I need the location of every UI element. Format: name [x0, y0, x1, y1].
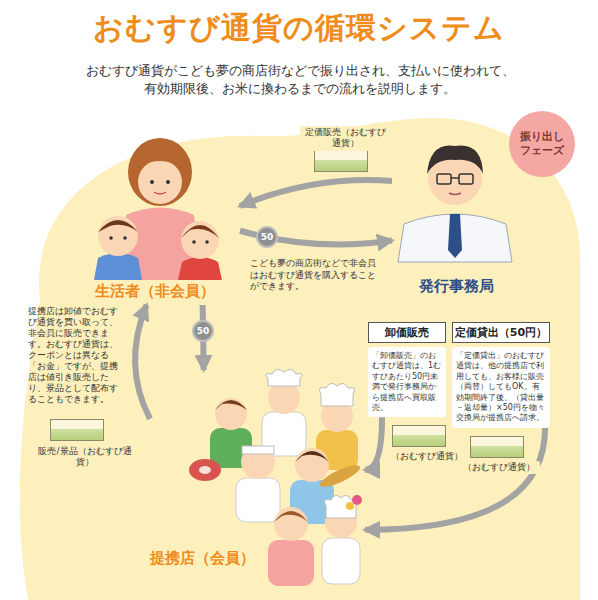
background-blob — [20, 118, 580, 600]
flow-arrow — [365, 417, 382, 470]
box-body-text: 「卸価販売」のおむすび通貨は、1むすびあたり50円未満で発行事務局から提携店へ買… — [368, 347, 446, 417]
title: おむすび通貨の循環システム — [0, 8, 598, 49]
circle-fill — [509, 111, 575, 177]
note-text: おむすび通貨がこども夢の商店街などで振り出され、支払いに使われて、有効期限後、お… — [80, 62, 520, 98]
box-body-text: 「定価貸出」のおむすび通貨は、他の提携店で利用しても、お客様に販売（両替）しても… — [452, 347, 550, 428]
office-worker-figure — [398, 146, 512, 262]
badge-label: 振り出しフェーズ — [517, 130, 567, 158]
node-label: 生活者（非会員） — [95, 282, 215, 301]
phase-badge: 振り出しフェーズ — [508, 110, 576, 178]
note-text: 提携店は卸値でおむすび通貨を買い取って、非会員に販売できます。おむすび通貨は、ク… — [28, 306, 122, 405]
edge-label: 定価販売（おむすび通貨） — [300, 126, 390, 151]
issuing-office: 発行事務局 — [392, 130, 520, 300]
ticket-image — [470, 436, 524, 458]
coin-label: 50 — [256, 226, 278, 248]
coin-label: 50 — [192, 320, 214, 342]
flow-arrow — [240, 180, 392, 206]
box-heading: 定価貸出（50円） — [452, 322, 550, 343]
box-heading: 卸価販売 — [368, 322, 446, 343]
edge-label: （おむすび通貨） — [386, 450, 468, 463]
edge-label: （おむすび通貨） — [458, 461, 540, 474]
node-label: 提携店（会員） — [150, 549, 255, 568]
node-label: 発行事務局 — [419, 277, 494, 296]
ticket-image — [50, 419, 104, 441]
partner-shops: 提携店（会員） — [150, 370, 365, 592]
wholesale-box: 卸価販売「卸価販売」のおむすび通貨は、1むすびあたり50円未満で発行事務局から提… — [368, 322, 446, 417]
lending-box: 定価貸出（50円） 「定価貸出」のおむすび通貨は、他の提携店で利用しても、お客様に… — [452, 322, 550, 428]
ticket-image — [392, 425, 446, 447]
ticket-image — [314, 150, 368, 172]
flow-arrow — [135, 305, 150, 419]
child-figures — [94, 216, 222, 280]
edge-label: 販売/景品（おむすび通貨） — [36, 445, 134, 470]
note-text: こども夢の商店街などで非会員はおむすび通貨を購入することができます。 — [250, 258, 384, 293]
consumer-group: 生活者（非会員） — [70, 140, 240, 305]
